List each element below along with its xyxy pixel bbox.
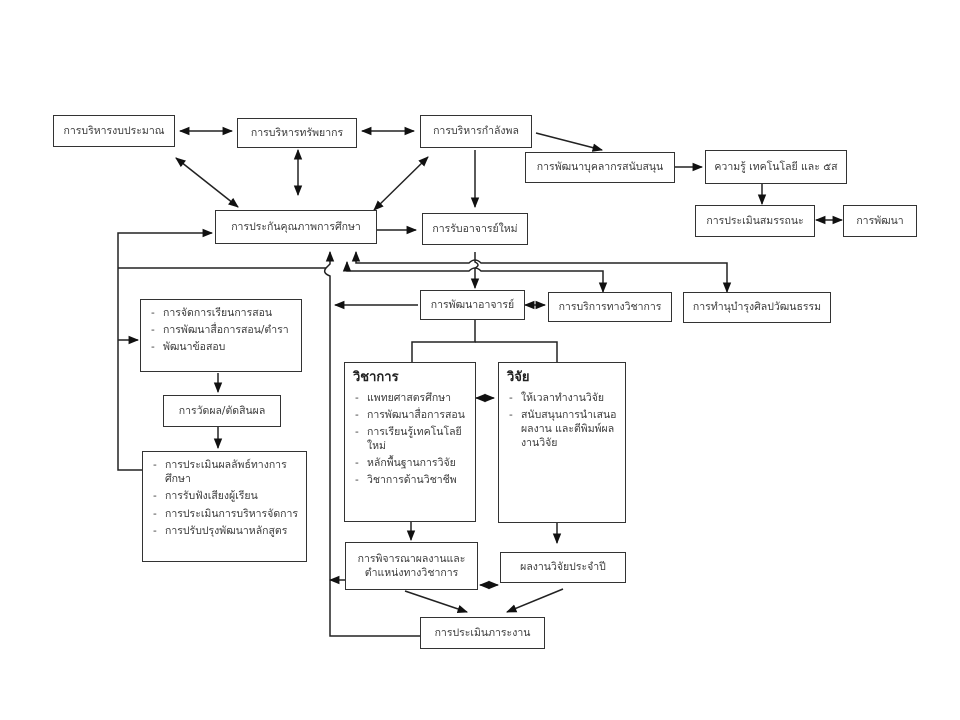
node-new-faculty: การรับอาจารย์ใหม่ <box>422 213 528 245</box>
node-label: การบริหารงบประมาณ <box>63 124 165 137</box>
node-qa: การประกันคุณภาพการศึกษา <box>215 210 377 244</box>
node-academic: วิชาการ แพทยศาสตรศึกษา การพัฒนาสื่อการสอ… <box>344 362 476 522</box>
node-development: การพัฒนา <box>843 205 917 237</box>
node-label: ความรู้ เทคโนโลยี และ ๕ส <box>714 160 838 173</box>
outcome-item: การปรับปรุงพัฒนาหลักสูตร <box>151 524 300 538</box>
node-knowledge-tech: ความรู้ เทคโนโลยี และ ๕ส <box>705 150 847 184</box>
edge-qa-budget <box>175 157 239 208</box>
outcome-item: การประเมินการบริหารจัดการ <box>151 507 300 521</box>
node-budget: การบริหารงบประมาณ <box>53 115 175 147</box>
node-label: การบริหารทรัพยากร <box>250 126 344 139</box>
node-label: การประเมินสมรรถนะ <box>706 214 804 227</box>
node-competency-eval: การประเมินสมรรถนะ <box>695 205 815 237</box>
node-support-staff-dev: การพัฒนาบุคลากรสนับสนุน <box>525 152 675 183</box>
node-label: การรับอาจารย์ใหม่ <box>432 222 518 235</box>
node-research: วิจัย ให้เวลาทำงานวิจัย สนับสนุนการนำเสน… <box>498 362 626 523</box>
node-label: การพัฒนา <box>856 214 904 227</box>
teaching-item: การจัดการเรียนการสอน <box>149 306 295 320</box>
node-measurement: การวัดผล/ตัดสินผล <box>163 395 281 427</box>
edge-qa-culture <box>351 250 732 294</box>
outcome-item: การประเมินผลลัพธ์ทางการศึกษา <box>151 458 300 486</box>
node-academic-position: การพิจารณาผลงานและตำแหน่งทางวิชาการ <box>345 542 478 590</box>
outcome-item: การรับฟังเสียงผู้เรียน <box>151 489 300 503</box>
node-label: การทำนุบำรุงศิลปวัฒนธรรม <box>692 301 822 314</box>
research-title: วิจัย <box>507 370 530 385</box>
node-label: การบริการทางวิชาการ <box>558 300 662 313</box>
edge-newfaculty-facultydev <box>470 252 480 290</box>
node-label: การพิจารณาผลงานและตำแหน่งทางวิชาการ <box>357 552 466 579</box>
academic-item: การเรียนรู้เทคโนโลยีใหม่ <box>353 425 469 453</box>
edge-outcome-qa-loop <box>117 228 214 471</box>
node-label: การพัฒนาอาจารย์ <box>430 298 515 311</box>
node-resources: การบริหารทรัพยากร <box>237 118 357 148</box>
node-outcome-eval: การประเมินผลลัพธ์ทางการศึกษา การรับฟังเส… <box>142 451 307 562</box>
node-label: การพัฒนาบุคลากรสนับสนุน <box>536 161 664 174</box>
academic-item: วิชาการด้านวิชาชีพ <box>353 473 469 487</box>
node-label: การบริหารกำลังพล <box>433 125 519 138</box>
node-label: ผลงานวิจัยประจำปี <box>520 561 606 574</box>
node-label: การประกันคุณภาพการศึกษา <box>231 220 361 233</box>
node-annual-research: ผลงานวิจัยประจำปี <box>500 552 626 583</box>
teaching-item: การพัฒนาสื่อการสอน/ตำรา <box>149 323 295 337</box>
node-faculty-dev: การพัฒนาอาจารย์ <box>420 290 525 320</box>
node-label: การประเมินภาระงาน <box>434 626 531 639</box>
academic-item: การพัฒนาสื่อการสอน <box>353 408 469 422</box>
edge-manpower-supportdev <box>535 132 604 152</box>
edge-split-research <box>475 341 558 362</box>
teaching-item: พัฒนาข้อสอบ <box>149 340 295 354</box>
research-item: ให้เวลาทำงานวิจัย <box>507 391 619 405</box>
node-workload-eval: การประเมินภาระงาน <box>420 617 545 649</box>
node-teaching: การจัดการเรียนการสอน การพัฒนาสื่อการสอน/… <box>140 299 302 372</box>
edge-qa-manpower <box>373 156 429 211</box>
node-manpower: การบริหารกำลังพล <box>420 115 532 148</box>
node-academic-service: การบริการทางวิชาการ <box>548 292 672 322</box>
edge-position-workload <box>404 590 468 613</box>
node-label: การวัดผล/ตัดสินผล <box>178 404 266 417</box>
research-item: สนับสนุนการนำเสนอผลงาน และตีพิมพ์ผลงานวิ… <box>507 408 619 451</box>
node-culture: การทำนุบำรุงศิลปวัฒนธรรม <box>683 292 831 323</box>
academic-item: หลักพื้นฐานการวิจัย <box>353 456 469 470</box>
edge-annual-workload <box>506 588 564 613</box>
edge-facultydev-split <box>411 320 476 362</box>
academic-title: วิชาการ <box>353 370 399 385</box>
academic-item: แพทยศาสตรศึกษา <box>353 391 469 405</box>
